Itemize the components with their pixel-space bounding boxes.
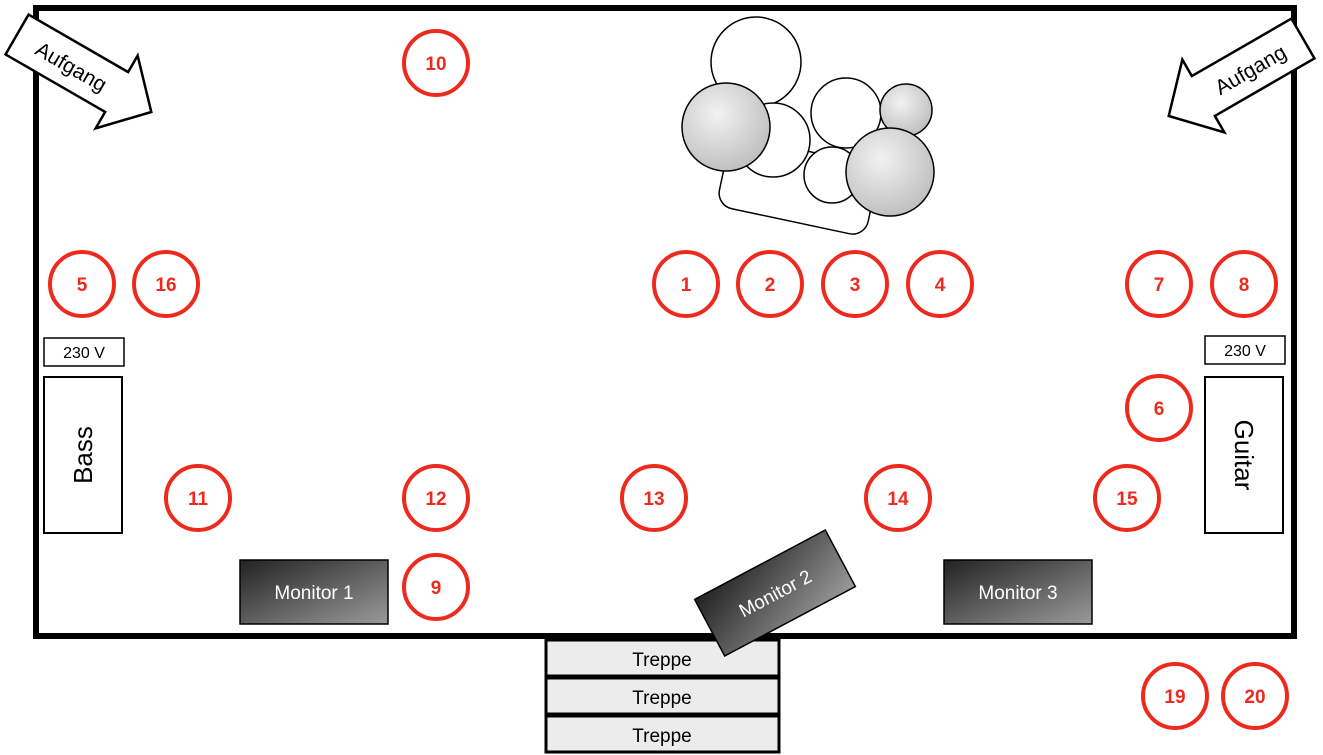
guitar-amp-label: Guitar [1229,420,1259,491]
position-number: 4 [935,275,946,296]
position-marker-3: 3 [821,250,889,318]
position-number: 11 [188,489,209,510]
position-marker-5: 5 [48,250,116,318]
power-label: 230 V [63,345,105,362]
position-marker-11: 11 [164,464,232,532]
position-marker-12: 12 [402,464,470,532]
position-number: 8 [1239,275,1250,296]
position-marker-2: 2 [736,250,804,318]
power-outlet-right: 230 V [1204,335,1286,365]
position-number: 19 [1164,687,1185,708]
position-number: 6 [1154,399,1165,420]
position-number: 20 [1244,687,1265,708]
stair-step-2: Treppe [544,676,781,716]
position-marker-20: 20 [1221,662,1289,730]
position-number: 15 [1116,489,1138,510]
monitor-label: Monitor 3 [978,583,1057,604]
monitor-1: Monitor 1 [239,559,389,625]
arrow-right-icon [3,12,153,131]
stage-outline [33,5,1297,639]
position-number: 7 [1154,275,1165,296]
position-marker-19: 19 [1141,662,1209,730]
position-marker-6: 6 [1125,374,1193,442]
stair-label: Treppe [632,688,692,709]
monitor-3: Monitor 3 [943,559,1093,625]
cymbal [681,82,771,172]
position-number: 16 [155,275,176,296]
position-marker-8: 8 [1210,250,1278,318]
position-marker-9: 9 [402,553,470,621]
position-marker-1: 1 [652,250,720,318]
cymbal [845,127,935,217]
position-number: 5 [77,275,88,296]
bass-amp-label: Bass [68,426,98,484]
position-marker-10: 10 [402,29,470,97]
position-marker-14: 14 [864,464,932,532]
position-marker-15: 15 [1093,464,1161,532]
monitor-2: Monitor 2 [693,528,857,658]
stair-step-3: Treppe [544,714,781,754]
power-outlet-left: 230 V [43,337,125,367]
position-number: 10 [425,54,446,75]
guitar-amp: Guitar [1204,376,1284,534]
position-marker-16: 16 [132,250,200,318]
position-number: 3 [850,275,861,296]
position-number: 14 [887,489,909,510]
position-number: 13 [643,489,664,510]
monitor-label: Monitor 1 [274,583,353,604]
stairs: Treppe Treppe Treppe [544,638,781,754]
power-label: 230 V [1224,343,1266,360]
drum-kit [681,16,935,235]
position-marker-7: 7 [1125,250,1193,318]
bass-amp: Bass [43,376,123,534]
position-marker-13: 13 [620,464,688,532]
arrow-left-icon [1167,16,1317,135]
position-number: 1 [681,275,692,296]
position-marker-4: 4 [906,250,974,318]
position-number: 9 [431,578,442,599]
position-number: 12 [425,489,446,510]
stair-label: Treppe [632,726,692,747]
stair-label: Treppe [632,650,692,671]
position-number: 2 [765,275,776,296]
entrance-arrow-left: Aufgang [3,12,153,131]
position-markers: 10 5 16 1 2 3 4 7 [48,29,1289,730]
